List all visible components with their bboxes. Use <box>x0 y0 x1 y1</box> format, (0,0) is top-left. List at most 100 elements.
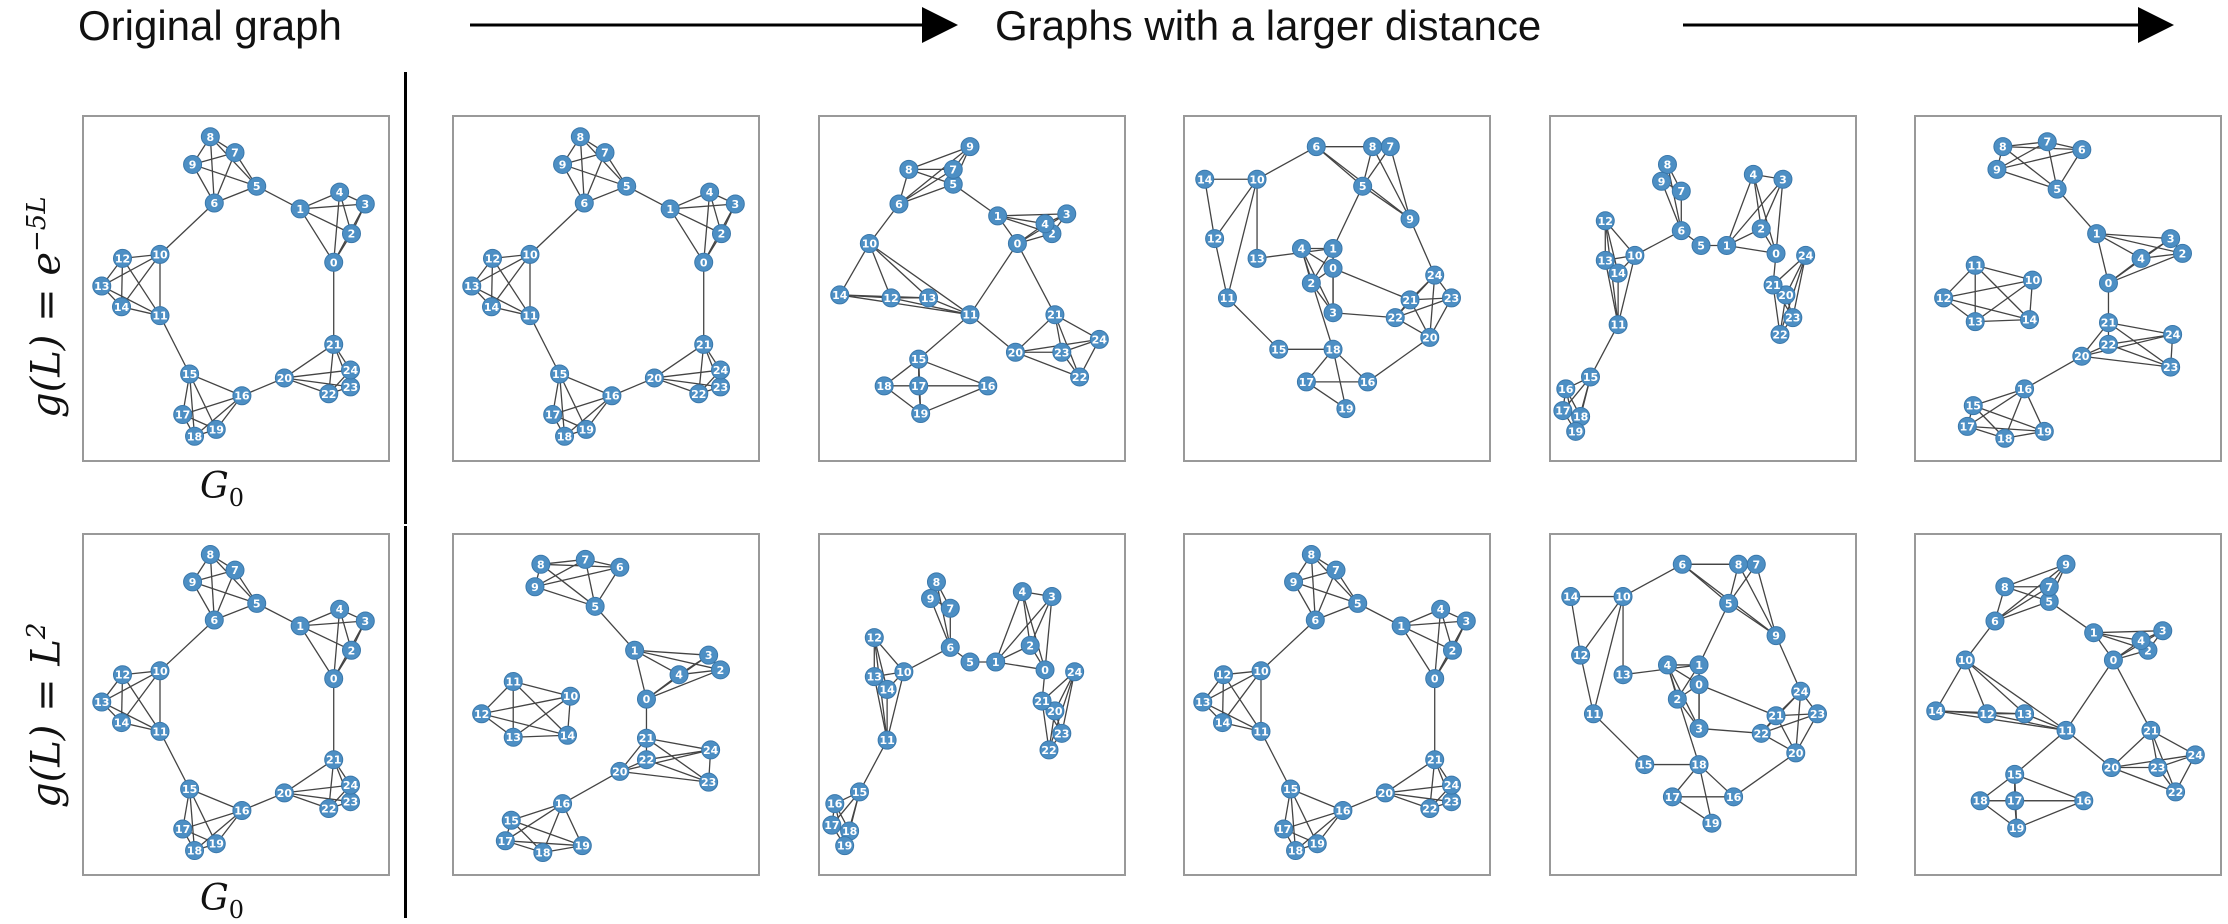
graph-node-label: 21 <box>326 338 341 351</box>
graph-node-label: 0 <box>330 256 338 269</box>
graph-node-circle <box>319 799 339 819</box>
graph-node: 7 <box>943 159 963 179</box>
graph-node-circle <box>330 182 350 202</box>
graph-node-label: 7 <box>1332 564 1340 577</box>
graph-node: 6 <box>1985 611 2005 631</box>
graph-node: 15 <box>849 782 869 802</box>
graph-node-label: 12 <box>1207 233 1222 246</box>
graph-edge <box>120 670 161 723</box>
graph-edge <box>1698 764 1713 824</box>
graph-node-label: 6 <box>946 641 954 654</box>
graph-edge <box>1016 243 1056 315</box>
graph-node-label: 24 <box>1092 333 1108 346</box>
graph-node: 23 <box>2161 357 2181 377</box>
graph-node-circle <box>1012 582 1032 602</box>
graph-edge <box>646 749 711 761</box>
graph-edge <box>1401 620 1467 627</box>
graph-node: 14 <box>1561 587 1581 607</box>
graph-node: 19 <box>1336 399 1356 419</box>
graph-node: 9 <box>525 577 545 597</box>
graph-node: 12 <box>472 704 492 724</box>
graph-node-label: 24 <box>343 364 359 377</box>
graph-node: 17 <box>1553 401 1573 421</box>
graph-node: 2 <box>341 224 361 244</box>
graph-node-circle <box>2056 720 2076 740</box>
graph-node-label: 21 <box>326 754 341 767</box>
graph-node-circle <box>2020 310 2040 330</box>
graph-node-circle <box>225 560 245 580</box>
graph-node-circle <box>324 252 344 272</box>
graph-node: 9 <box>1987 159 2007 179</box>
graph-node-label: 17 <box>1555 405 1570 418</box>
graph-node-circle <box>725 194 745 214</box>
graph-node-circle <box>2148 758 2168 778</box>
graph-node-circle <box>2098 313 2118 333</box>
graph-node-circle <box>881 288 901 308</box>
graph-edge <box>188 788 196 851</box>
graph-edge <box>284 792 351 803</box>
graph-node-label: 22 <box>1772 328 1787 341</box>
graph-node-label: 16 <box>234 390 250 403</box>
graph-node-circle <box>330 599 350 619</box>
graph-node-circle <box>1301 273 1321 293</box>
graph-node-circle <box>324 669 344 689</box>
graph-node-label: 4 <box>706 186 714 199</box>
graph-node: 4 <box>1012 582 1032 602</box>
graph-node: 10 <box>2022 270 2042 290</box>
graph-node: 16 <box>602 386 622 406</box>
graph-node: 1 <box>290 616 310 636</box>
graph-node: 11 <box>877 730 897 750</box>
graph-node-label: 7 <box>601 147 609 160</box>
graph-node-label: 14 <box>2022 314 2038 327</box>
graph-edge <box>1389 146 1411 219</box>
graph-edge <box>1935 659 1966 712</box>
graph-node-label: 17 <box>824 819 839 832</box>
graph-node-label: 4 <box>336 603 344 616</box>
graph-node: 18 <box>874 376 894 396</box>
graph-node-label: 21 <box>639 732 654 745</box>
graph-node-label: 20 <box>1422 331 1438 344</box>
graph-node: 12 <box>112 248 132 268</box>
graph-node-circle <box>482 248 502 268</box>
graph-node-circle <box>1608 263 1628 283</box>
graph-node: 12 <box>881 288 901 308</box>
graph-node-label: 18 <box>1972 795 1987 808</box>
graph-node-label: 20 <box>277 787 293 800</box>
graph-node: 0 <box>2098 273 2118 293</box>
graph-node-label: 17 <box>175 823 190 836</box>
graph-node-label: 20 <box>647 372 663 385</box>
graph-node: 16 <box>232 800 252 820</box>
graph-node: 5 <box>1348 593 1368 613</box>
graph-edge <box>284 759 335 794</box>
graph-node-label: 13 <box>506 731 521 744</box>
graph-node-circle <box>1556 379 1576 399</box>
graph-node-circle <box>1035 214 1055 234</box>
graph-edge <box>1761 713 1818 734</box>
graph-edge <box>2014 729 2067 775</box>
graph-node: 21 <box>694 334 714 354</box>
graph-node: 9 <box>1766 626 1786 646</box>
graph-node-circle <box>204 610 224 630</box>
graph-node-circle <box>112 297 132 317</box>
graph-node-circle <box>960 305 980 325</box>
separator-line-top <box>404 72 407 524</box>
graph-edge <box>579 136 585 204</box>
graph-node-circle <box>1751 219 1771 239</box>
graph-node-circle <box>232 386 252 406</box>
graph-edge <box>1202 701 1262 732</box>
graph-node-label: 21 <box>1402 294 1417 307</box>
graph-node-circle <box>341 640 361 660</box>
graph-node-circle <box>1286 841 1306 861</box>
graph-node-label: 21 <box>2143 724 2158 737</box>
graph-node-label: 2 <box>1026 639 1034 652</box>
graph-node-circle <box>689 384 709 404</box>
graph-node-label: 18 <box>187 430 202 443</box>
graph-node-label: 22 <box>2101 338 2116 351</box>
graph-node: 16 <box>1724 787 1744 807</box>
graph-node-circle <box>911 404 931 424</box>
graph-node: 9 <box>553 154 573 174</box>
graph-node: 7 <box>1671 181 1691 201</box>
graph-edge <box>2111 766 2176 793</box>
